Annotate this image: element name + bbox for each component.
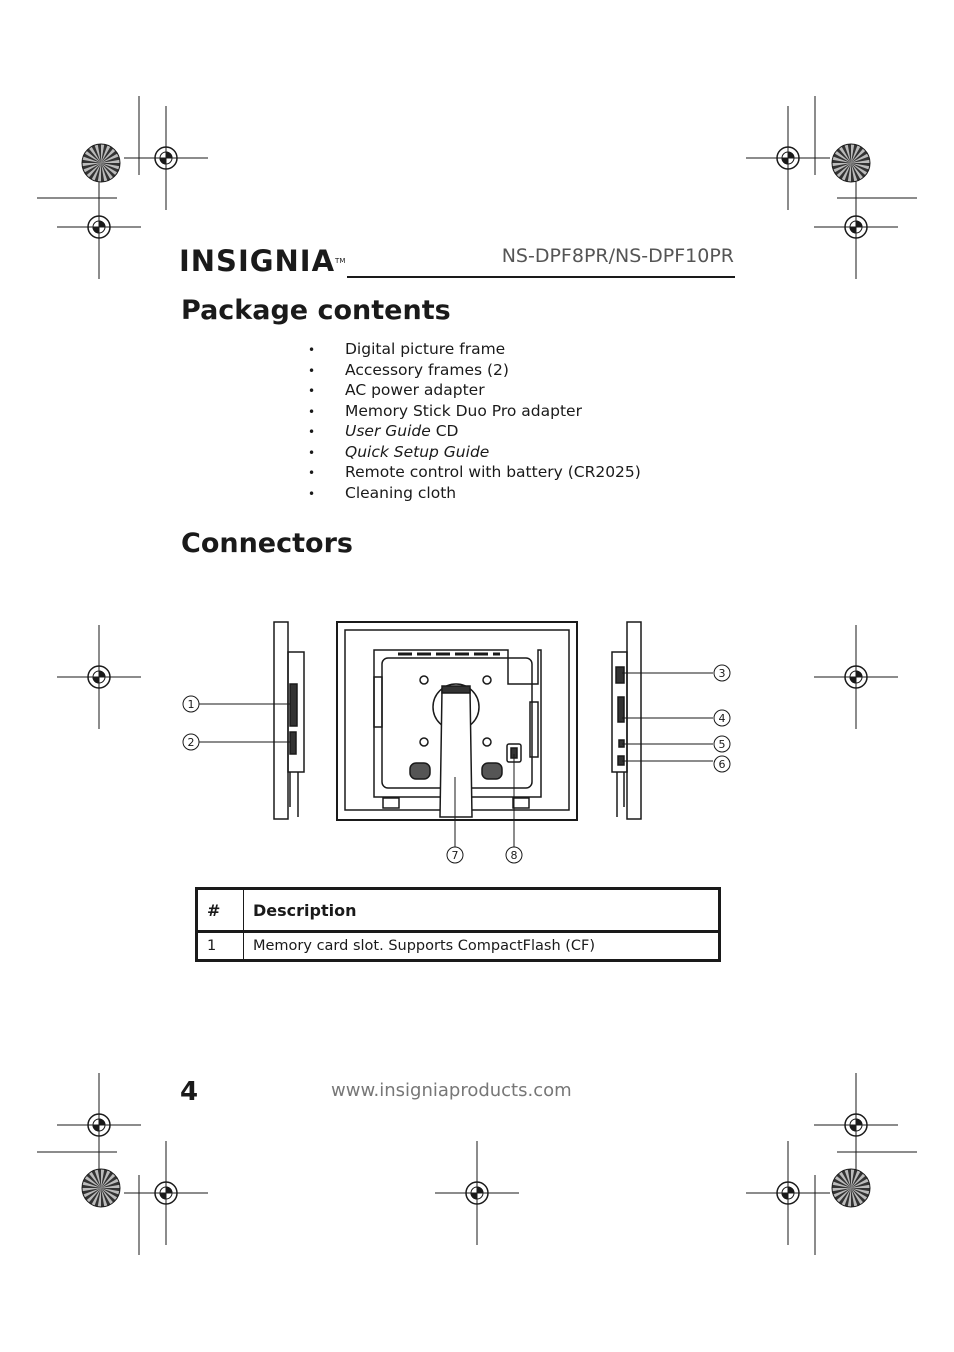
column-header-description: Description <box>243 888 720 933</box>
bullet: • <box>308 466 316 480</box>
list-item-text: AC power adapter <box>345 381 485 399</box>
package-contents-list: • Digital picture frame • Accessory frames … <box>308 339 641 503</box>
connectors-diagram: 1 2 3 4 5 6 7 8 <box>182 621 731 864</box>
row-number-cell: 1 <box>207 938 217 954</box>
sunburst-mark-icon <box>81 1168 121 1208</box>
callout-circle-6 <box>713 755 731 773</box>
frame-right-side-view <box>611 621 642 820</box>
list-item: • Quick Setup Guide <box>308 442 641 463</box>
callout-label-4: 4 <box>719 712 726 725</box>
bullet: • <box>308 445 316 460</box>
row-description-cell: Memory card slot. Supports CompactFlash … <box>243 931 720 961</box>
registration-target-icon <box>814 175 898 279</box>
callout-label-5: 5 <box>719 738 726 751</box>
table-row: 1 Memory card slot. Supports CompactFlas… <box>197 931 720 961</box>
callout-label-2: 2 <box>188 736 195 749</box>
trademark-symbol: TM <box>335 257 346 265</box>
list-item-italic-text: Quick Setup Guide <box>345 442 490 461</box>
bullet: • <box>308 404 316 419</box>
list-item-text: CD <box>430 422 459 440</box>
list-item-text: Accessory frames (2) <box>345 360 509 379</box>
list-item-text: Memory Stick Duo Pro adapter <box>345 401 582 420</box>
website-url: www.insigniaproducts.com <box>331 1080 572 1101</box>
registration-target-icon <box>746 106 830 210</box>
list-item-text: Remote control with battery (CR2025) <box>345 463 641 481</box>
registration-target-icon <box>435 1141 519 1245</box>
callout-label-8: 8 <box>511 849 518 862</box>
list-item-text: Cleaning cloth <box>345 483 457 502</box>
registration-target-icon <box>124 1141 208 1245</box>
callout-label-6: 6 <box>719 758 726 771</box>
package-contents-heading: Package contents <box>181 295 451 326</box>
callout-circle-1 <box>182 695 200 713</box>
model-number: NS-DPF8PR/NS-DPF10PR <box>501 245 734 267</box>
callout-circle-4 <box>713 709 731 727</box>
frame-left-side-view <box>273 621 305 820</box>
callout-label-1: 1 <box>188 698 195 711</box>
list-item: • User Guide CD <box>308 421 641 442</box>
callout-label-3: 3 <box>719 667 726 680</box>
callout-circle-5 <box>713 735 731 753</box>
callout-leaders <box>199 672 713 847</box>
callout-circle-8 <box>505 846 523 864</box>
list-item: • Digital picture frame <box>308 339 641 360</box>
sunburst-mark-icon <box>831 1168 871 1208</box>
list-item: • Remote control with battery (CR2025) <box>308 462 641 483</box>
column-header-number: # <box>196 888 244 933</box>
bullet: • <box>308 486 316 501</box>
bullet: • <box>308 384 316 398</box>
registration-target-icon <box>57 1073 141 1177</box>
sunburst-mark-icon <box>831 143 871 183</box>
registration-target-icon <box>814 1073 898 1177</box>
connectors-table: # Description 1 Memory card slot. Suppor… <box>195 887 721 962</box>
registration-target-icon <box>57 625 141 729</box>
bullet: • <box>308 343 316 357</box>
list-item: • AC power adapter <box>308 380 641 401</box>
callout-circle-2 <box>182 733 200 751</box>
page-number: 4 <box>180 1077 199 1107</box>
sunburst-mark-icon <box>81 143 121 183</box>
list-item: • Cleaning cloth <box>308 483 641 504</box>
list-item-text: Digital picture frame <box>345 340 506 358</box>
registration-target-icon <box>57 175 141 279</box>
header-rule <box>347 276 735 278</box>
callout-label-7: 7 <box>452 849 459 862</box>
connectors-heading: Connectors <box>181 528 353 559</box>
registration-target-icon <box>746 1141 830 1245</box>
list-item: • Accessory frames (2) <box>308 360 641 381</box>
list-item-italic-text: User Guide <box>345 422 431 440</box>
registration-target-icon <box>124 106 208 210</box>
callout-circle-7 <box>446 846 464 864</box>
bullet: • <box>308 363 316 378</box>
insignia-logo: INSIGNIATM <box>179 244 346 278</box>
frame-back-view <box>336 621 578 821</box>
registration-target-icon <box>814 625 898 729</box>
bullet: • <box>308 425 316 439</box>
callout-circle-3 <box>713 664 731 682</box>
list-item: • Memory Stick Duo Pro adapter <box>308 401 641 422</box>
